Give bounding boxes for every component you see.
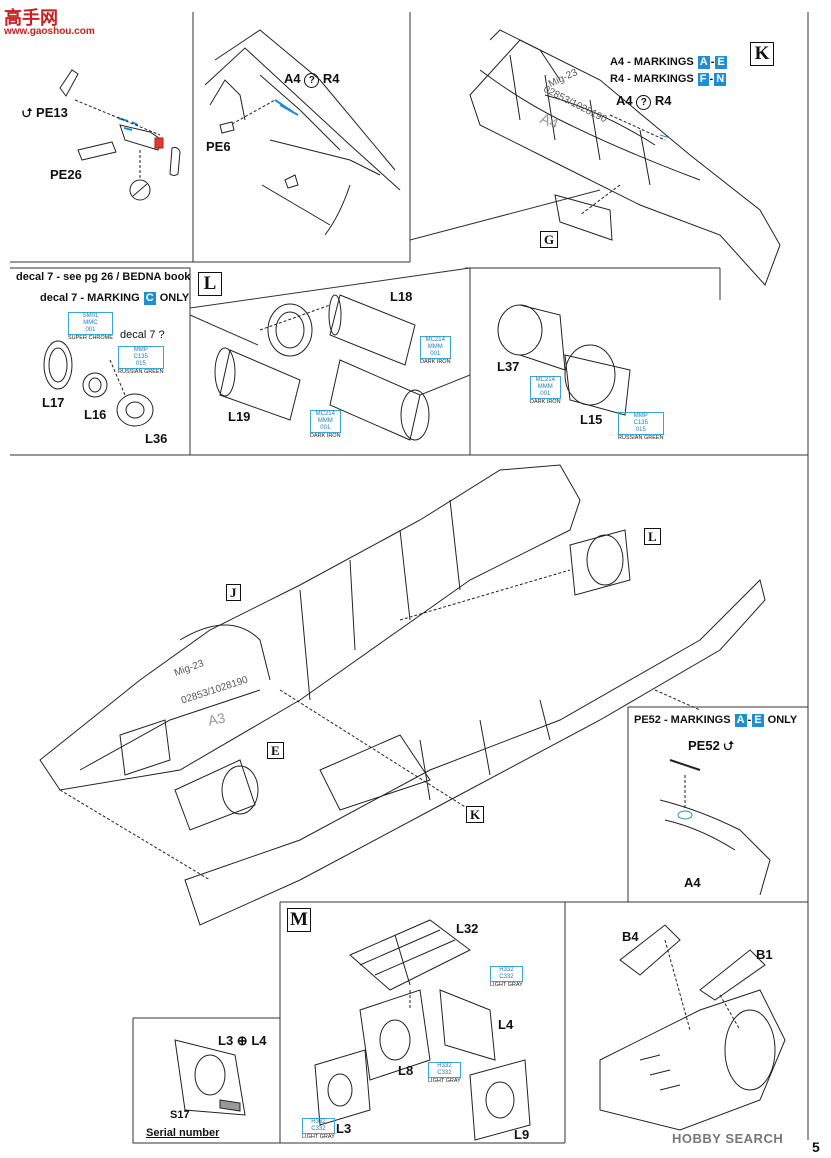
pe52-markings-line: PE52 - MARKINGS A-E ONLY [634, 714, 798, 727]
bend-icon: ⮍ [22, 105, 33, 120]
serial-number-caption: Serial number [146, 1127, 220, 1139]
serial-panel-parts [174, 1039, 246, 1116]
panel-l2-parts [497, 304, 631, 416]
label-b4: B4 [622, 929, 639, 944]
decal-panel-parts [43, 340, 154, 427]
label-l36: L36 [145, 431, 168, 446]
ref-k: K [466, 806, 485, 823]
pe52-panel-art [659, 759, 771, 896]
label-l32: L32 [456, 921, 479, 936]
step-l: L [198, 272, 222, 296]
panel-k-parts [469, 29, 781, 286]
label-l15: L15 [580, 412, 603, 427]
label-a4-r4-nose: A4 ? R4 [616, 93, 672, 110]
label-b1: B1 [756, 947, 773, 962]
panel1-parts [59, 69, 181, 201]
question-icon: ? [636, 95, 652, 110]
panel-l-parts [214, 294, 430, 441]
step-m: M [287, 908, 311, 932]
markings-line-a4: A4 - MARKINGS A-E [610, 56, 727, 69]
panel-b-parts [599, 924, 786, 1131]
watermark-top-url: www.gaoshou.com [4, 26, 95, 37]
ref-j: J [226, 584, 241, 601]
label-a4-r4-canopy: A4 ? R4 [284, 71, 340, 88]
panel2-parts [204, 29, 401, 236]
label-l8: L8 [398, 1063, 414, 1078]
decal-title: decal 7 - see pg 26 / BEDNA book [16, 271, 191, 283]
watermark-top: 高手网 [4, 8, 58, 29]
label-l4: L4 [498, 1017, 514, 1032]
page-number: 5 [812, 1139, 820, 1155]
label-s17: S17 [170, 1109, 190, 1121]
ref-l: L [644, 528, 661, 545]
panel-m-parts [314, 919, 531, 1141]
ref-e: E [267, 742, 284, 759]
attach-icon: ⊕ [236, 1033, 248, 1048]
label-pe6: PE6 [206, 139, 231, 154]
panel-frames [10, 12, 809, 1144]
bend-icon: ⮍ [723, 738, 734, 753]
label-l3: L3 [336, 1121, 352, 1136]
fuselage-art [39, 464, 766, 926]
label-pe26: PE26 [50, 167, 82, 182]
label-pe13: ⮍ PE13 [22, 105, 68, 120]
question-icon: ? [304, 73, 320, 88]
decal-marking-line: decal 7 - MARKING C ONLY [40, 292, 190, 305]
label-l9: L9 [514, 1127, 530, 1142]
markings-line-r4: R4 - MARKINGS F-N [610, 73, 727, 86]
ref-g: G [540, 231, 559, 248]
label-a4-pe52: A4 [684, 875, 701, 890]
watermark-bottom: HOBBY SEARCH [672, 1131, 784, 1146]
label-l16: L16 [84, 407, 107, 422]
label-l19: L19 [228, 409, 251, 424]
label-l18: L18 [390, 289, 413, 304]
label-pe52: PE52 ⮍ [688, 738, 734, 753]
decal-question: decal 7 ? [120, 329, 165, 341]
label-l17: L17 [42, 395, 65, 410]
label-l37: L37 [497, 359, 520, 374]
label-l3-l4: L3 ⊕ L4 [218, 1033, 267, 1048]
hull-code-main: A3 [206, 709, 227, 729]
step-k: K [750, 42, 774, 66]
